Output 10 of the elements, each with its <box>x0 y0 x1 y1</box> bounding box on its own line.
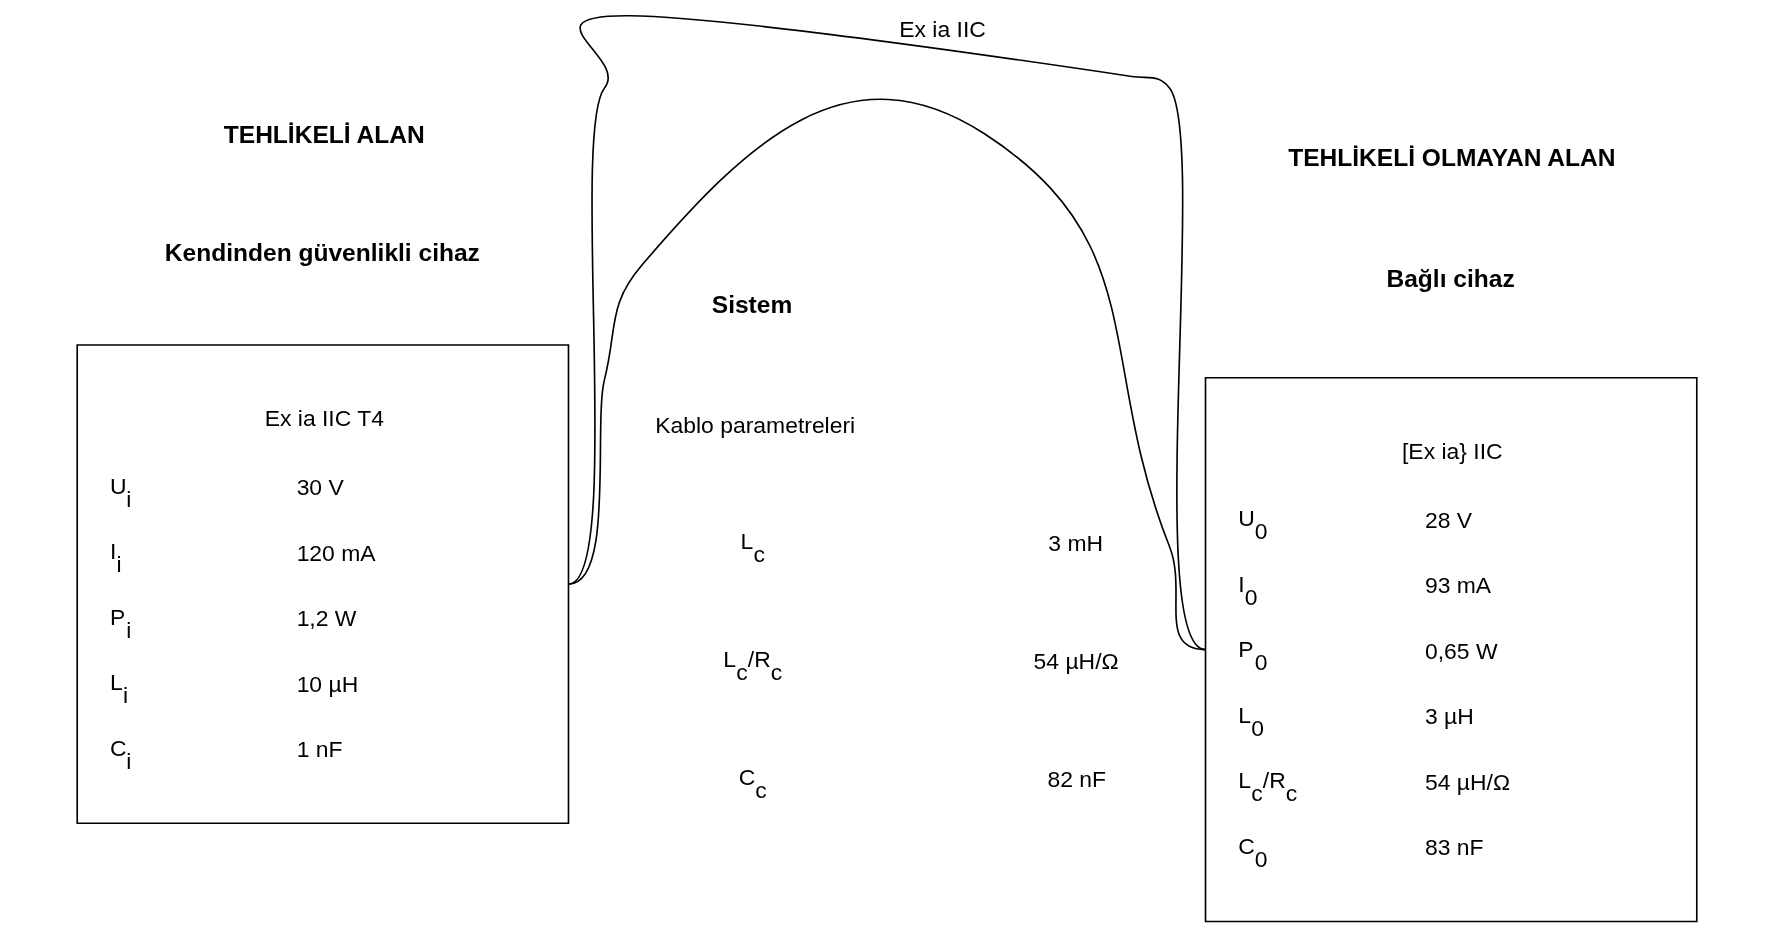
label: Sistem <box>711 290 792 318</box>
label: Kablo parametreleri <box>654 411 855 438</box>
label: 3 mH <box>1047 529 1103 556</box>
label: Kendinden güvenlikli cihaz <box>164 238 480 266</box>
label: TEHLİKELİ ALAN <box>223 120 425 148</box>
edge-label: Ex ia IIC <box>898 15 986 42</box>
label: 54 µH/Ω <box>1033 647 1119 674</box>
label: Bağlı cihaz <box>1385 264 1515 292</box>
label: 82 nF <box>1046 765 1106 792</box>
label: TEHLİKELİ OLMAYAN ALAN <box>1287 143 1616 171</box>
